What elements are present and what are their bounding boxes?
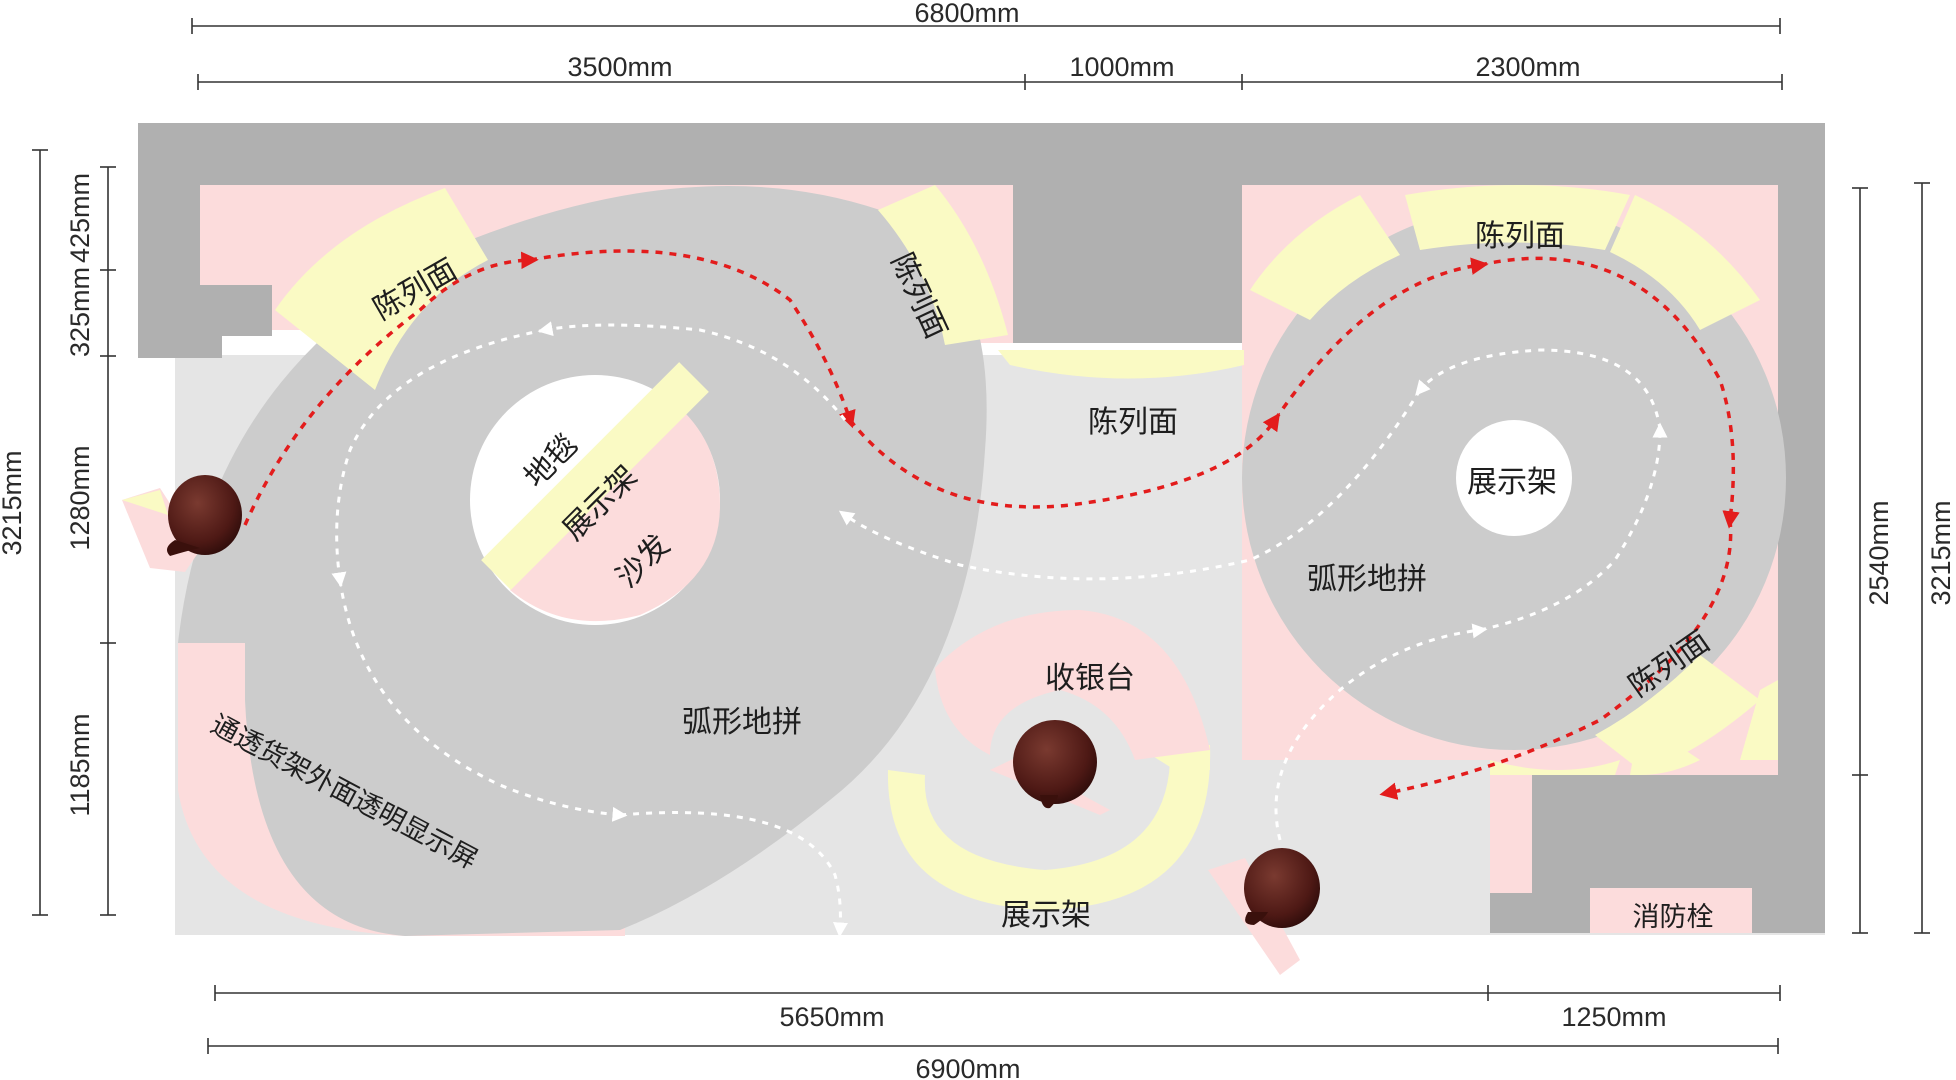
dim-right-total: 3215mm — [1926, 500, 1956, 605]
lounge-island — [470, 362, 720, 625]
dim-left-seg-2: 325mm — [65, 267, 95, 357]
dim-left-seg-4: 1185mm — [65, 713, 95, 816]
label-arc-floor-2: 弧形地拼 — [1307, 562, 1427, 597]
person-icon — [1013, 720, 1097, 809]
dim-left-total: 3215mm — [0, 450, 27, 555]
dim-top-seg-2: 1000mm — [1069, 52, 1174, 82]
person-icon — [166, 475, 242, 556]
dim-right-seg: 2540mm — [1864, 500, 1894, 605]
dim-top-seg-3: 2300mm — [1475, 52, 1580, 82]
customer-flow-path — [243, 249, 1740, 800]
label-fire-hydrant: 消防栓 — [1633, 902, 1714, 933]
dim-left-seg-1: 425mm — [65, 173, 95, 263]
right-rack-center — [1456, 420, 1572, 536]
label-display-rack-3: 展示架 — [1001, 898, 1091, 933]
person-icon — [1244, 848, 1320, 928]
label-arc-floor-1: 弧形地拼 — [682, 705, 802, 740]
staff-flow-path — [331, 321, 1668, 938]
dim-bottom-seg-2: 1250mm — [1561, 1002, 1666, 1032]
fire-hydrant-box — [1590, 888, 1752, 933]
label-display-face-4: 陈列面 — [1475, 219, 1565, 254]
dim-top-total: 6800mm — [914, 0, 1019, 28]
label-display-face-3: 陈列面 — [1088, 405, 1178, 440]
dim-top-seg-1: 3500mm — [567, 52, 672, 82]
dim-bottom-total: 6900mm — [915, 1054, 1020, 1080]
dimension-lines — [32, 18, 1930, 1054]
dim-left-seg-3: 1280mm — [65, 445, 95, 550]
label-display-rack-2: 展示架 — [1467, 465, 1557, 500]
display-faces — [275, 185, 1778, 910]
label-cashier: 收银台 — [1045, 661, 1135, 696]
dim-bottom-seg-1: 5650mm — [779, 1002, 884, 1032]
